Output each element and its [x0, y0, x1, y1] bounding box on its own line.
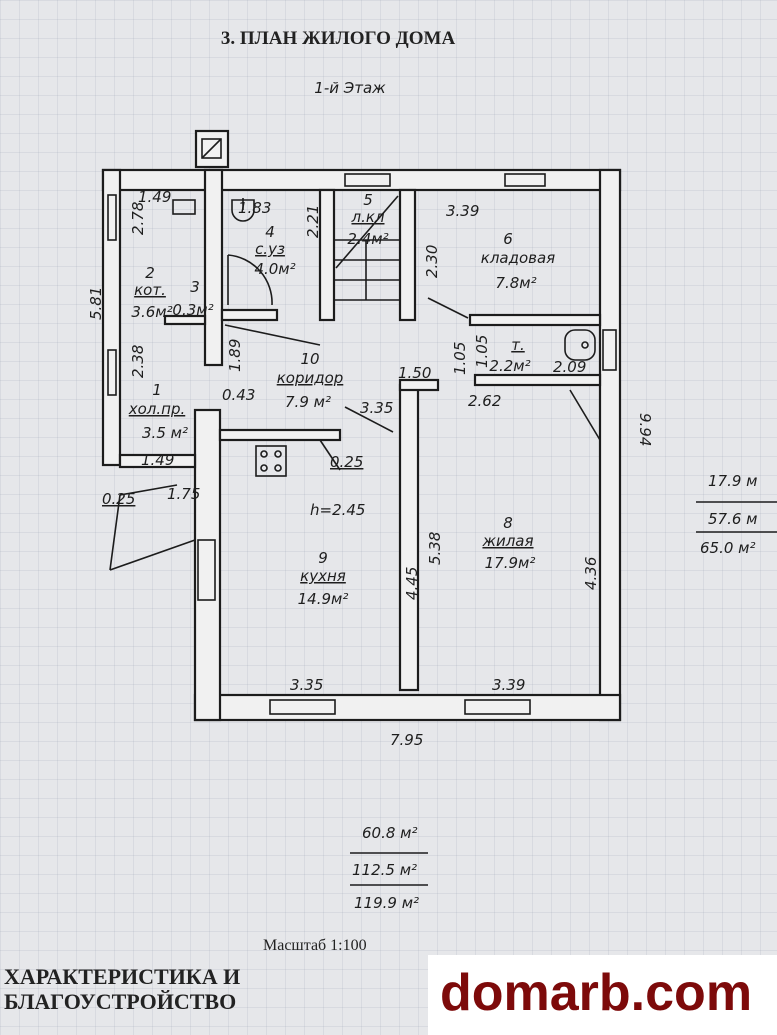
windows: [107, 173, 617, 715]
svg-text:6: 6: [503, 230, 513, 248]
svg-text:жилая: жилая: [481, 532, 533, 550]
floor-label: 1-й Этаж: [314, 79, 386, 97]
svg-text:7.95: 7.95: [390, 731, 423, 749]
svg-text:коридор: коридор: [277, 369, 344, 387]
svg-text:кладовая: кладовая: [481, 249, 555, 267]
svg-text:т.: т.: [511, 336, 525, 354]
svg-text:1.05: 1.05: [473, 335, 491, 368]
stove-icon: [255, 445, 287, 477]
svg-text:2.38: 2.38: [129, 345, 147, 378]
svg-text:10: 10: [300, 350, 319, 368]
svg-text:л.кл: л.кл: [350, 208, 384, 226]
svg-text:1.05: 1.05: [451, 342, 469, 375]
svg-text:5: 5: [363, 191, 373, 209]
svg-text:1.49: 1.49: [141, 451, 174, 469]
room-9: 9 кухня 14.9м²: [298, 549, 349, 608]
svg-text:9: 9: [318, 549, 328, 567]
watermark-text: domarb.com: [440, 964, 753, 1022]
svg-text:4: 4: [265, 223, 275, 241]
svg-text:1.89: 1.89: [226, 339, 244, 372]
svg-text:1.75: 1.75: [167, 485, 200, 503]
svg-text:0.3м²: 0.3м²: [172, 301, 213, 319]
svg-text:2.09: 2.09: [553, 358, 586, 376]
watermark-logo: domarb.com: [428, 955, 777, 1035]
svg-text:хол.пр.: хол.пр.: [128, 400, 186, 418]
room-8: 8 жилая 17.9м²: [481, 514, 535, 572]
svg-text:14.9м²: 14.9м²: [298, 590, 349, 608]
svg-text:2: 2: [145, 264, 155, 282]
scale-label: Масштаб 1:100: [263, 937, 367, 954]
room-10: 10 коридор 7.9 м²: [277, 350, 344, 411]
svg-text:60.8 м²: 60.8 м²: [362, 824, 418, 842]
svg-text:кухня: кухня: [300, 567, 346, 585]
svg-text:17.9 м: 17.9 м: [708, 472, 757, 490]
svg-text:1.50: 1.50: [398, 364, 431, 382]
svg-text:4.36: 4.36: [582, 557, 600, 590]
chimney-icon: [194, 129, 230, 169]
dimension-labels: 1.49 2.78 5.81 2.38 1.83 2.21 1.89 0.43 …: [87, 188, 654, 749]
svg-text:65.0 м²: 65.0 м²: [700, 539, 756, 557]
plan-title: 3. ПЛАН ЖИЛОГО ДОМА: [221, 28, 456, 49]
svg-text:кот.: кот.: [134, 281, 166, 299]
svg-text:9.94: 9.94: [636, 413, 654, 446]
room-5: 5 л.кл 2.4м²: [347, 191, 388, 248]
svg-text:4.0м²: 4.0м²: [254, 260, 295, 278]
svg-text:5.38: 5.38: [426, 532, 444, 565]
svg-text:3.39: 3.39: [492, 676, 525, 694]
svg-text:3.5 м²: 3.5 м²: [142, 424, 188, 442]
house-totals: 60.8 м² 112.5 м² 119.9 м²: [350, 824, 428, 912]
svg-text:17.9м²: 17.9м²: [485, 554, 536, 572]
sink-icon: [231, 198, 255, 222]
room-4: 4 с.уз 4.0м²: [254, 223, 295, 278]
leader-lines: [109, 297, 601, 571]
svg-text:1: 1: [152, 381, 162, 399]
svg-text:112.5 м²: 112.5 м²: [352, 861, 417, 879]
room-6: 6 кладовая 7.8м²: [481, 230, 555, 292]
svg-text:3: 3: [190, 278, 200, 296]
room-7: т. 2.2м²: [489, 336, 530, 375]
svg-text:57.6 м: 57.6 м: [708, 510, 757, 528]
toilet-icon: [564, 329, 596, 361]
svg-text:2.2м²: 2.2м²: [489, 357, 530, 375]
svg-text:3.35: 3.35: [360, 399, 393, 417]
room-3: 3 0.3м²: [172, 278, 213, 319]
svg-text:2.30: 2.30: [423, 245, 441, 278]
svg-text:4.45: 4.45: [403, 567, 421, 600]
svg-text:0.25: 0.25: [102, 490, 135, 508]
svg-text:119.9 м²: 119.9 м²: [354, 894, 419, 912]
svg-text:2.62: 2.62: [468, 392, 501, 410]
svg-text:2.4м²: 2.4м²: [347, 230, 388, 248]
svg-text:5.81: 5.81: [87, 287, 105, 320]
svg-text:7.9 м²: 7.9 м²: [285, 393, 331, 411]
svg-text:8: 8: [503, 514, 513, 532]
svg-text:2.78: 2.78: [129, 202, 147, 235]
svg-text:1.49: 1.49: [138, 188, 171, 206]
svg-text:3.39: 3.39: [446, 202, 479, 220]
svg-text:7.8м²: 7.8м²: [495, 274, 536, 292]
door-swing-icon: [227, 254, 273, 306]
svg-text:3.6м²: 3.6м²: [131, 303, 172, 321]
svg-text:2.21: 2.21: [304, 205, 322, 238]
svg-text:1.83: 1.83: [238, 199, 271, 217]
svg-text:с.уз: с.уз: [255, 240, 285, 258]
svg-text:0.25: 0.25: [330, 453, 363, 471]
room-1: 1 хол.пр. 3.5 м²: [128, 381, 188, 442]
svg-text:0.43: 0.43: [222, 386, 255, 404]
boiler-icon: [172, 199, 196, 215]
section-heading: ХАРАКТЕРИСТИКА И БЛАГОУСТРОЙСТВО: [4, 964, 241, 1014]
svg-text:3.35: 3.35: [290, 676, 323, 694]
room-2: 2 кот. 3.6м²: [131, 264, 172, 321]
floor-totals: 17.9 м 57.6 м 65.0 м²: [696, 472, 777, 557]
svg-text:h=2.45: h=2.45: [310, 501, 365, 519]
stairs-icon: [334, 195, 400, 301]
